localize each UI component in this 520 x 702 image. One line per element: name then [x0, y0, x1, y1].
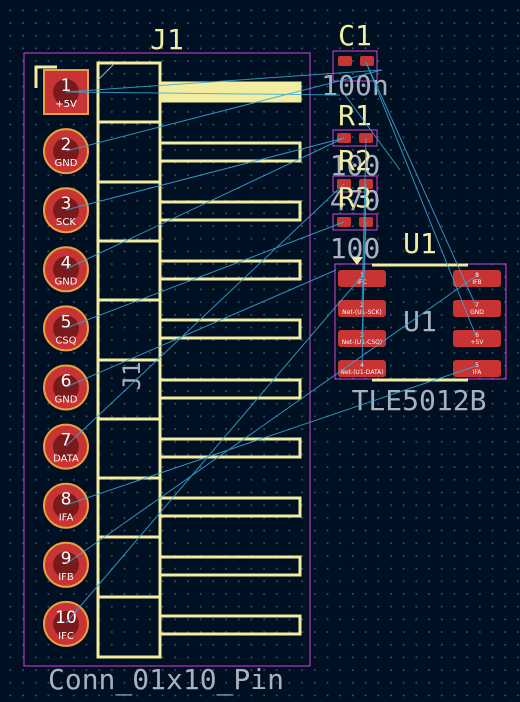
j1-pad-number-10: 10: [55, 608, 77, 628]
j1-courtyard: [23, 52, 311, 667]
j1-pad-net-5: CSQ: [55, 335, 76, 346]
j1-pad-net-8: IFA: [59, 513, 74, 524]
u1-pad-net-6: +5V: [471, 339, 485, 346]
u1-pad-3[interactable]: [338, 330, 386, 347]
u1-pad-number-6: 6: [475, 332, 479, 339]
j1-pad-drill-5: [53, 315, 79, 342]
c1-pad-2[interactable]: [360, 56, 374, 66]
u1-pad-net-8: IFB: [472, 279, 481, 286]
j1-pad-net-3: SCK: [56, 217, 76, 228]
u1-pin1-marker: [351, 257, 363, 265]
u1-pad-1[interactable]: [338, 270, 386, 287]
c1-value[interactable]: 100n: [321, 69, 388, 102]
j1-fab-reference: J1: [118, 362, 146, 391]
j1-pad-net-2: GND: [55, 158, 78, 169]
j1-pad-number-8: 8: [61, 490, 72, 510]
j1-pad-number-4: 4: [61, 253, 72, 273]
u1-reference[interactable]: U1: [403, 227, 437, 260]
j1-pad-drill-3: [53, 197, 79, 224]
j1-pad-drill-9: [53, 551, 79, 578]
j1-pad-drill-4: [53, 256, 79, 283]
u1-pad-net-3: Net-(U1-CSQ): [342, 339, 382, 346]
j1-pad-drill-2: [53, 138, 79, 165]
j1-body-outline: [96, 61, 162, 659]
c1-pad-1[interactable]: [338, 56, 352, 66]
j1-pad-number-5: 5: [61, 312, 72, 332]
u1-fab-reference: U1: [403, 305, 437, 338]
u1-value[interactable]: TLE5012B: [352, 384, 487, 417]
u1-pad-net-2: Net-(U1-SCK): [342, 309, 382, 316]
j1-pad-number-1: 1: [61, 76, 72, 96]
j1-pad-number-3: 3: [61, 194, 72, 214]
u1-pad-net-1: IFC: [357, 279, 366, 286]
j1-pad-drill-6: [53, 374, 79, 401]
j1-pad-number-6: 6: [61, 372, 72, 392]
j1-pad-net-7: DATA: [53, 454, 79, 465]
j1-pad-net-1: +5V: [55, 99, 77, 110]
u1-pad-number-7: 7: [475, 302, 479, 309]
u1-pad-6[interactable]: [453, 330, 501, 347]
j1-pin-leads: [158, 81, 302, 636]
u1-silk-outline: [372, 263, 468, 382]
j1-value[interactable]: Conn_01x10_Pin: [48, 663, 284, 697]
r2-reference[interactable]: R2: [338, 144, 372, 177]
r3-courtyard: [332, 213, 378, 231]
u1-pad-7[interactable]: [453, 300, 501, 317]
j1-pad-number-9: 9: [61, 549, 72, 569]
j1-pad-drill-10: [53, 610, 79, 637]
j1-pad-drill-8: [53, 492, 79, 519]
j1-pad-net-4: GND: [55, 276, 78, 287]
j1-pad-net-10: IFC: [58, 631, 74, 642]
r2-courtyard: [332, 175, 378, 193]
u1-pad-number-8: 8: [475, 272, 479, 279]
u1-pad-number-5: 5: [475, 362, 479, 369]
j1-fab-bevel: [97, 63, 115, 81]
r3-reference[interactable]: R3: [338, 181, 372, 214]
u1-pad-net-5: IFA: [473, 369, 483, 376]
j1-pad-net-9: IFB: [58, 572, 74, 583]
j1-pad-net-6: GND: [55, 395, 78, 406]
j1-pads: 1+5V2GND3SCK4GND5CSQ6GND7DATA8IFA9IFB10I…: [43, 69, 89, 647]
c1-courtyard: [332, 50, 378, 82]
j1-pad-number-2: 2: [61, 135, 72, 155]
j1-pad-number-7: 7: [61, 431, 72, 451]
u1-pad-number-1: 1: [360, 272, 364, 279]
r1-reference[interactable]: R1: [338, 99, 372, 132]
j1-pin1-marker: [34, 65, 57, 88]
u1-pad-5[interactable]: [453, 360, 501, 377]
u1-pad-net-4: Net-(U1-DATA): [340, 369, 383, 376]
j1-reference[interactable]: J1: [150, 23, 184, 56]
u1-pad-2[interactable]: [338, 300, 386, 317]
ratsnest: [65, 61, 477, 624]
u1-pad-net-7: GND: [470, 309, 484, 316]
c1-reference[interactable]: C1: [338, 19, 372, 52]
